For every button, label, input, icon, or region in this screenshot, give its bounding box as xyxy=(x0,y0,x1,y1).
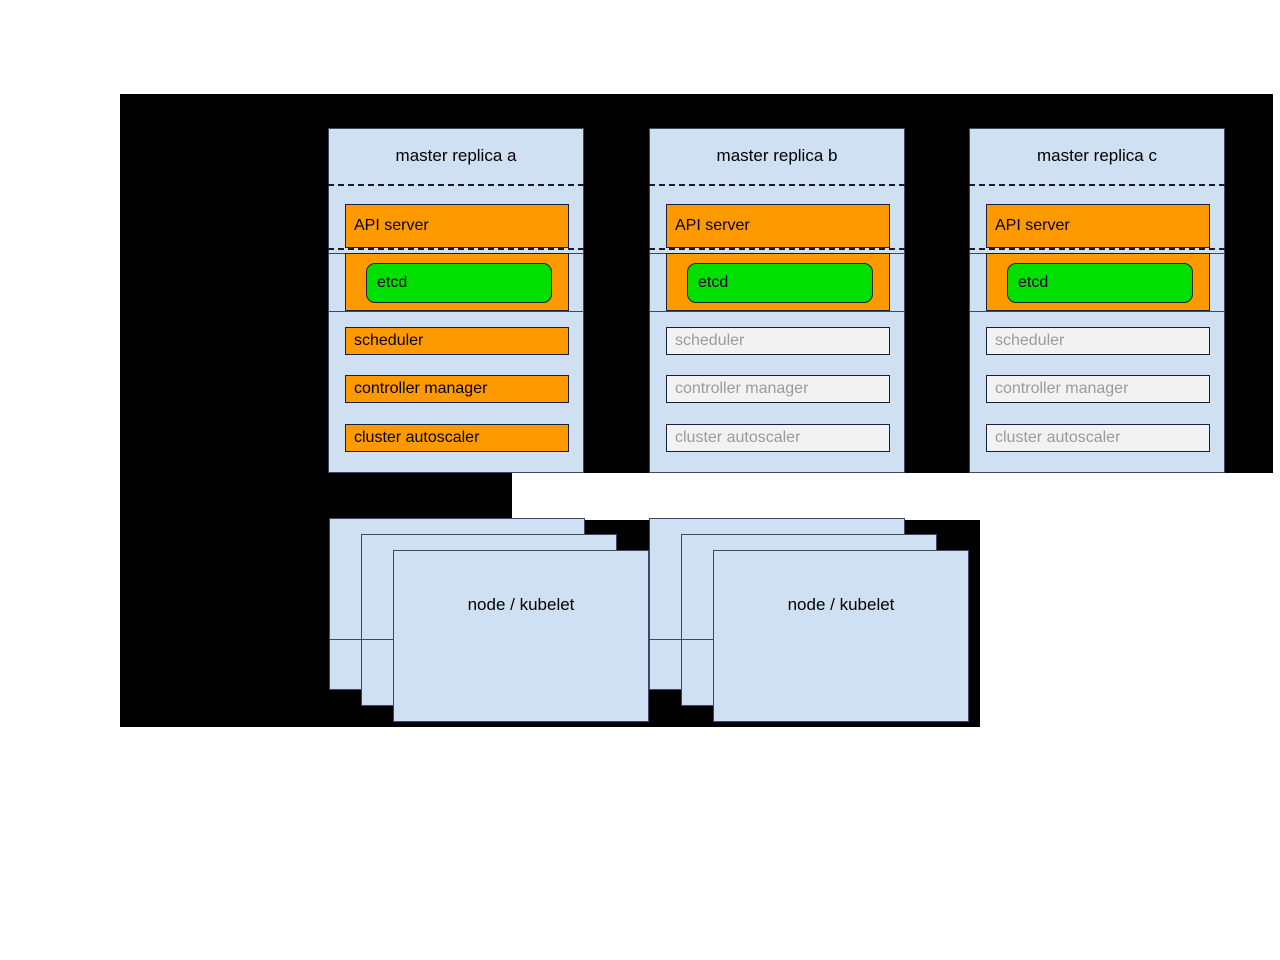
master-replica-c[interactable]: master replica c API server etcd schedul… xyxy=(969,128,1225,473)
master-replica-a[interactable]: master replica a API server etcd schedul… xyxy=(328,128,584,473)
master-replica-c-title: master replica c xyxy=(1037,146,1157,165)
master-c-cluster-autoscaler[interactable]: cluster autoscaler xyxy=(986,424,1210,452)
master-b-solid-separator-bottom xyxy=(649,311,905,312)
master-c-dashed-separator-top xyxy=(969,184,1225,186)
master-a-cluster-autoscaler[interactable]: cluster autoscaler xyxy=(345,424,569,452)
node-stack-1[interactable]: node / kubelet xyxy=(329,518,649,728)
master-b-cluster-autoscaler[interactable]: cluster autoscaler xyxy=(666,424,890,452)
master-c-dashed-separator-bottom xyxy=(969,248,1225,250)
master-b-scheduler[interactable]: scheduler xyxy=(666,327,890,355)
master-replica-b-title: master replica b xyxy=(716,146,838,165)
node-card-front[interactable]: node / kubelet xyxy=(713,550,969,722)
master-b-dashed-separator-bottom xyxy=(649,248,905,250)
master-a-etcd-container: etcd xyxy=(345,253,569,311)
master-a-dashed-separator-top xyxy=(328,184,584,186)
node-kubelet-label: node / kubelet xyxy=(787,595,895,614)
master-c-scheduler[interactable]: scheduler xyxy=(986,327,1210,355)
master-b-api-server[interactable]: API server xyxy=(666,204,890,248)
master-a-api-server[interactable]: API server xyxy=(345,204,569,248)
master-a-controller-manager[interactable]: controller manager xyxy=(345,375,569,403)
master-a-solid-separator-bottom xyxy=(328,311,584,312)
master-a-dashed-separator-bottom xyxy=(328,248,584,250)
master-c-controller-manager[interactable]: controller manager xyxy=(986,375,1210,403)
master-a-scheduler[interactable]: scheduler xyxy=(345,327,569,355)
master-c-solid-separator-bottom xyxy=(969,311,1225,312)
master-c-api-server[interactable]: API server xyxy=(986,204,1210,248)
master-b-etcd-container: etcd xyxy=(666,253,890,311)
master-replica-a-title: master replica a xyxy=(395,146,517,165)
node-kubelet-label: node / kubelet xyxy=(467,595,575,614)
master-c-etcd-container: etcd xyxy=(986,253,1210,311)
master-replica-b[interactable]: master replica b API server etcd schedul… xyxy=(649,128,905,473)
node-card-front[interactable]: node / kubelet xyxy=(393,550,649,722)
master-b-controller-manager[interactable]: controller manager xyxy=(666,375,890,403)
master-b-etcd[interactable]: etcd xyxy=(687,263,873,303)
node-stack-2[interactable]: node / kubelet xyxy=(649,518,969,728)
master-a-etcd[interactable]: etcd xyxy=(366,263,552,303)
master-b-dashed-separator-top xyxy=(649,184,905,186)
master-c-etcd[interactable]: etcd xyxy=(1007,263,1193,303)
